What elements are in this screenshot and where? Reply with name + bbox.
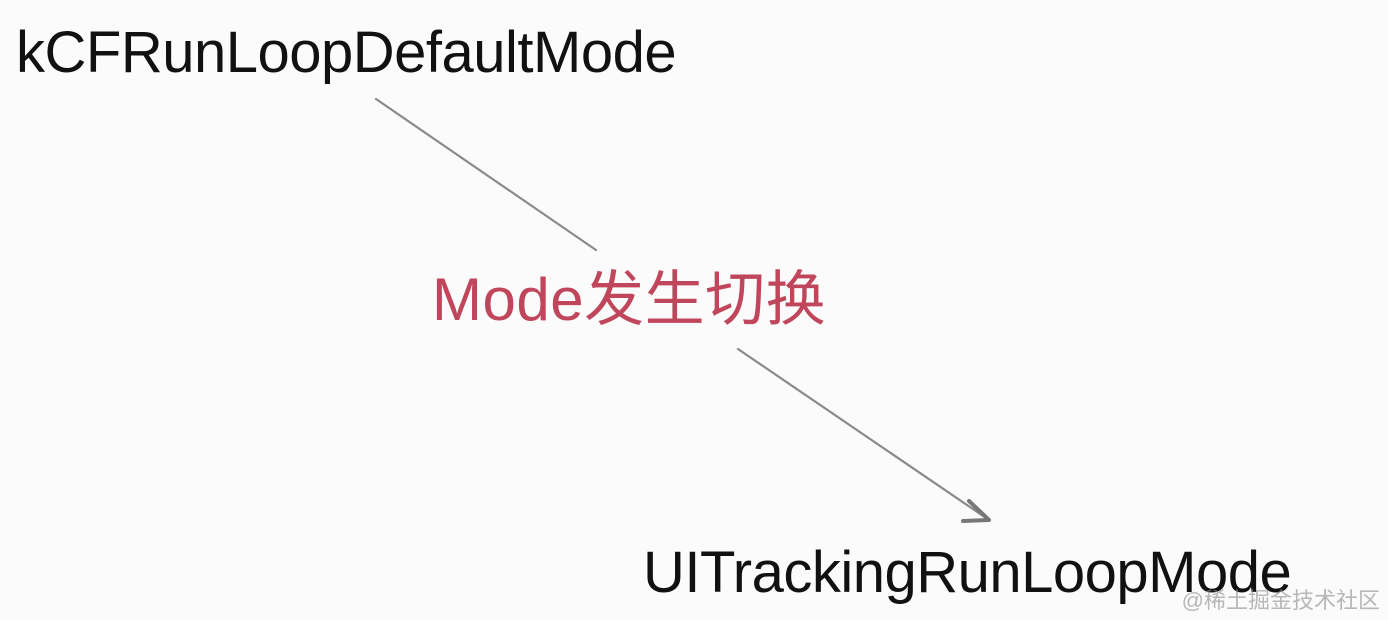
target-mode-label: UITrackingRunLoopMode xyxy=(643,540,1292,605)
watermark-text: @稀土掘金技术社区 xyxy=(1181,588,1380,613)
arrow-segment-bottom xyxy=(736,347,991,522)
arrow-head-icon xyxy=(961,499,991,523)
arrow-segment-top xyxy=(374,97,598,252)
transition-label: Mode发生切换 xyxy=(432,266,827,333)
source-mode-label: kCFRunLoopDefaultMode xyxy=(16,20,677,85)
